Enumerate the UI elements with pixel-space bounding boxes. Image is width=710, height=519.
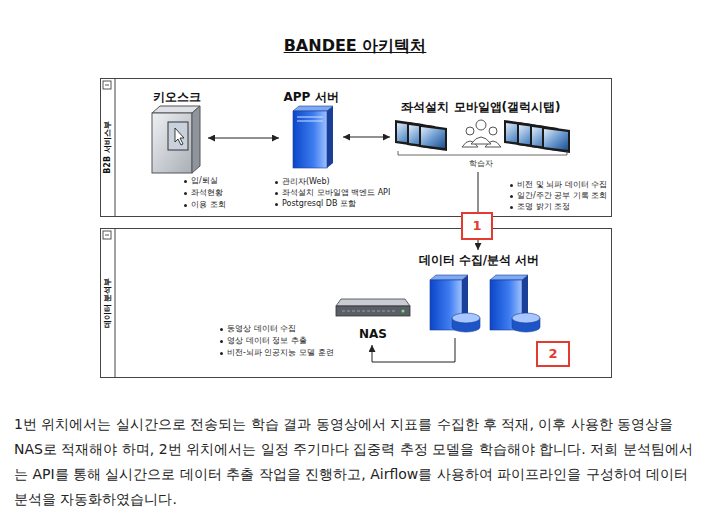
node-heading: 좌석설치 모바일앱(갤럭시탭) xyxy=(401,97,560,115)
connector-arrow xyxy=(208,138,279,139)
node-heading: NAS xyxy=(359,324,387,342)
bracket xyxy=(398,151,567,155)
server-icon xyxy=(297,117,323,118)
person-icon xyxy=(471,137,491,144)
callout-number: 2 xyxy=(536,341,570,367)
bullet-item: 관리자(Web) xyxy=(273,177,330,187)
bullet-item: Postgresql DB 포함 xyxy=(273,199,356,209)
nas-icon xyxy=(402,310,405,313)
collapse-icon xyxy=(103,81,111,89)
server-icon xyxy=(490,275,528,280)
band-strip-line xyxy=(115,78,116,217)
kiosk-icon xyxy=(152,113,192,173)
tablet-icon xyxy=(542,126,570,153)
connector-arrow xyxy=(372,338,455,362)
nas-icon xyxy=(336,306,410,316)
group-label: 학습자 xyxy=(469,159,493,169)
collapse-icon xyxy=(105,235,109,236)
disk-icon xyxy=(512,313,540,323)
cursor-icon xyxy=(175,128,184,145)
bullet-item: 비전 및 뇌파 데이터 수집 xyxy=(508,180,607,190)
connector-arrow xyxy=(343,137,390,138)
tablet-node: 좌석설치 모바일앱(갤럭시탭)학습자비전 및 뇌파 데이터 수집일간/주간 공부… xyxy=(390,97,572,172)
person-icon xyxy=(476,120,486,130)
node-heading: 데이터 수집/분석 서버 xyxy=(419,250,540,268)
nas-icon xyxy=(336,299,410,306)
bullet-item: 영상 데이터 정보 추출 xyxy=(218,336,307,346)
person-icon xyxy=(466,127,474,135)
kiosk-icon xyxy=(192,106,200,173)
disk-icon xyxy=(452,313,480,323)
bullet-item: 조명 밝기 조정 xyxy=(508,202,570,212)
collapse-icon xyxy=(103,231,111,239)
server-node: APP 서버관리자(Web)좌석설치 모바일앱 백엔드 APIPostgresq… xyxy=(279,87,343,170)
analysis-server-node: 데이터 수집/분석 서버 xyxy=(412,250,546,338)
server-icon xyxy=(430,275,468,280)
bullet-item: 동영상 데이터 수집 xyxy=(218,324,296,334)
region-band: B2B 서비스부키오스크입/퇴실좌석현황이용 조회APP 서버관리자(Web)좌… xyxy=(100,78,612,217)
region-label: B2B 서비스부 xyxy=(101,79,115,216)
server-icon xyxy=(297,121,323,122)
node-heading: 키오스크 xyxy=(153,87,201,105)
bullet-item: 비전-뇌파 인공지능 모델 훈련 xyxy=(218,348,334,358)
band-strip-line xyxy=(115,228,116,378)
node-heading: APP 서버 xyxy=(283,87,338,105)
nas-node: NAS xyxy=(336,292,410,345)
server-icon xyxy=(293,111,327,168)
region-label: 데이터 분석부 xyxy=(101,229,115,377)
kiosk-screen xyxy=(168,122,188,150)
bullet-item: 입/퇴실 xyxy=(182,176,218,186)
bullet-item: 이용 조회 xyxy=(182,200,226,210)
diagram-title: BANDEE 아키텍처 xyxy=(0,36,710,56)
server-icon xyxy=(293,106,333,111)
caption-text: 1번 위치에서는 실시간으로 전송되는 학습 결과 동영상에서 지표를 수집한 … xyxy=(14,412,702,512)
callout-number: 1 xyxy=(461,212,493,240)
bullet-item: 좌석설치 모바일앱 백엔드 API xyxy=(273,188,390,198)
collapse-icon xyxy=(105,85,109,86)
kiosk-node: 키오스크입/퇴실좌석현황이용 조회 xyxy=(146,87,208,175)
tablet-icon xyxy=(419,124,447,151)
server-icon xyxy=(327,106,333,168)
bullet-item: 일간/주간 공부 기록 조회 xyxy=(508,191,607,201)
nas-icon xyxy=(342,311,396,312)
bullet-item: 좌석현황 xyxy=(182,188,223,198)
person-icon xyxy=(489,127,497,135)
